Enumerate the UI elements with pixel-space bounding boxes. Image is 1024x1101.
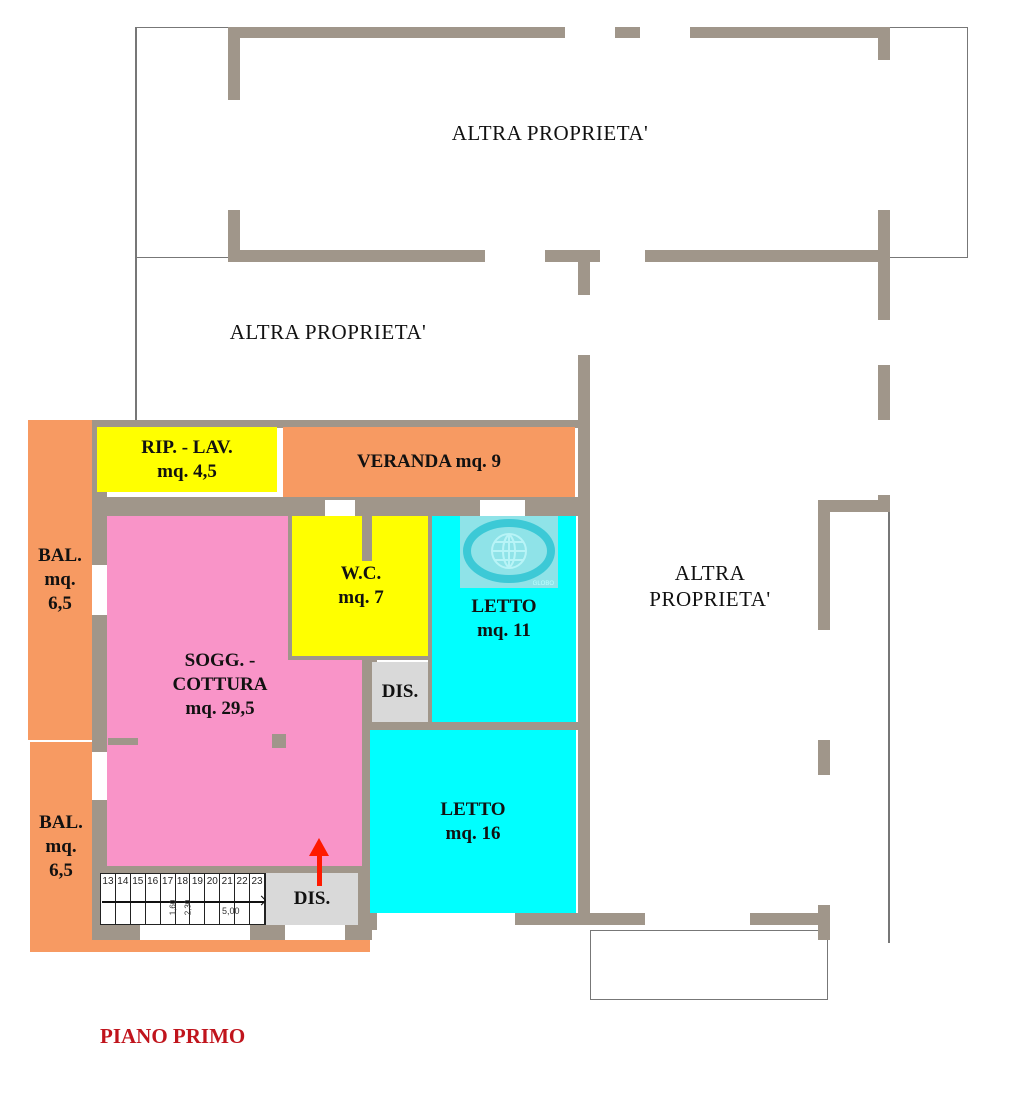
room-balcony-1: BAL.mq.6,5 [28, 420, 92, 740]
stair-step: 16 [146, 874, 161, 924]
wall [228, 27, 890, 38]
stair-step: 18 [176, 874, 191, 924]
stairs-dimension: 2,30 [183, 899, 193, 916]
room-name: DIS. [381, 681, 419, 703]
wall [92, 420, 590, 428]
room-name: LETTO [471, 596, 537, 618]
other-property-label: ALTRA PROPRIETA' [649, 561, 771, 612]
room-name: VERANDA mq. 9 [356, 451, 502, 473]
stair-step: 22 [235, 874, 251, 924]
room-disimpegno-2: DIS. [266, 873, 358, 925]
wall [818, 500, 890, 512]
room-name: SOGG. - [184, 650, 256, 672]
room-area: mq. 16 [445, 822, 501, 844]
stairs-dimension: 1,60 [168, 899, 178, 916]
room-name: COTTURA [172, 674, 268, 696]
floor-title: PIANO PRIMO [100, 1024, 246, 1048]
room-area: mq. 4,5 [157, 460, 217, 482]
other-property-label: ALTRA PROPRIETA' [229, 320, 427, 344]
watermark-logo: GLOBO [460, 516, 558, 588]
room-veranda: VERANDA mq. 9 [283, 427, 575, 497]
room-name: W.C. [340, 563, 382, 585]
stair-step: 23 [250, 874, 265, 924]
stair-step: 15 [131, 874, 146, 924]
stair-step: 21 [220, 874, 236, 924]
wall [92, 420, 107, 940]
stairs-dimension: 5,00 [222, 906, 240, 916]
stair-step: 19 [190, 874, 206, 924]
room-balcony-2: BAL.mq.6,5 [30, 742, 92, 952]
stair-step: 14 [116, 874, 131, 924]
room-area: 6,5 [48, 592, 72, 614]
outline-left [135, 27, 137, 427]
other-property-label: ALTRA PROPRIETA' [451, 121, 649, 145]
room-area: mq. 29,5 [185, 697, 255, 719]
wall [578, 262, 590, 925]
room-area: mq. [44, 569, 76, 591]
stair-step: 20 [205, 874, 221, 924]
room-name: BAL. [38, 545, 82, 567]
room-rip-lav: RIP. - LAV.mq. 4,5 [97, 427, 277, 492]
room-name: LETTO [440, 798, 506, 820]
room-area: mq. [45, 836, 77, 858]
globe-icon [463, 519, 555, 583]
room-wc: W.C.mq. 7 [288, 516, 430, 660]
wall [362, 722, 590, 730]
wall [515, 913, 590, 925]
stair-step: 17 [161, 874, 176, 924]
room-name: DIS. [293, 888, 331, 910]
room-area: mq. 11 [477, 620, 531, 641]
room-disimpegno-1: DIS. [372, 662, 428, 722]
watermark-text: GLOBO [532, 581, 554, 587]
room-name: RIP. - LAV. [141, 436, 233, 458]
outline-bottom-box [590, 930, 828, 1000]
stair-step: 13 [101, 874, 116, 924]
room-area: mq. 7 [338, 587, 384, 608]
room-name: BAL. [39, 812, 83, 834]
wall [228, 250, 890, 262]
room-area: 6,5 [49, 859, 73, 881]
entrance-arrow-icon [317, 852, 322, 886]
